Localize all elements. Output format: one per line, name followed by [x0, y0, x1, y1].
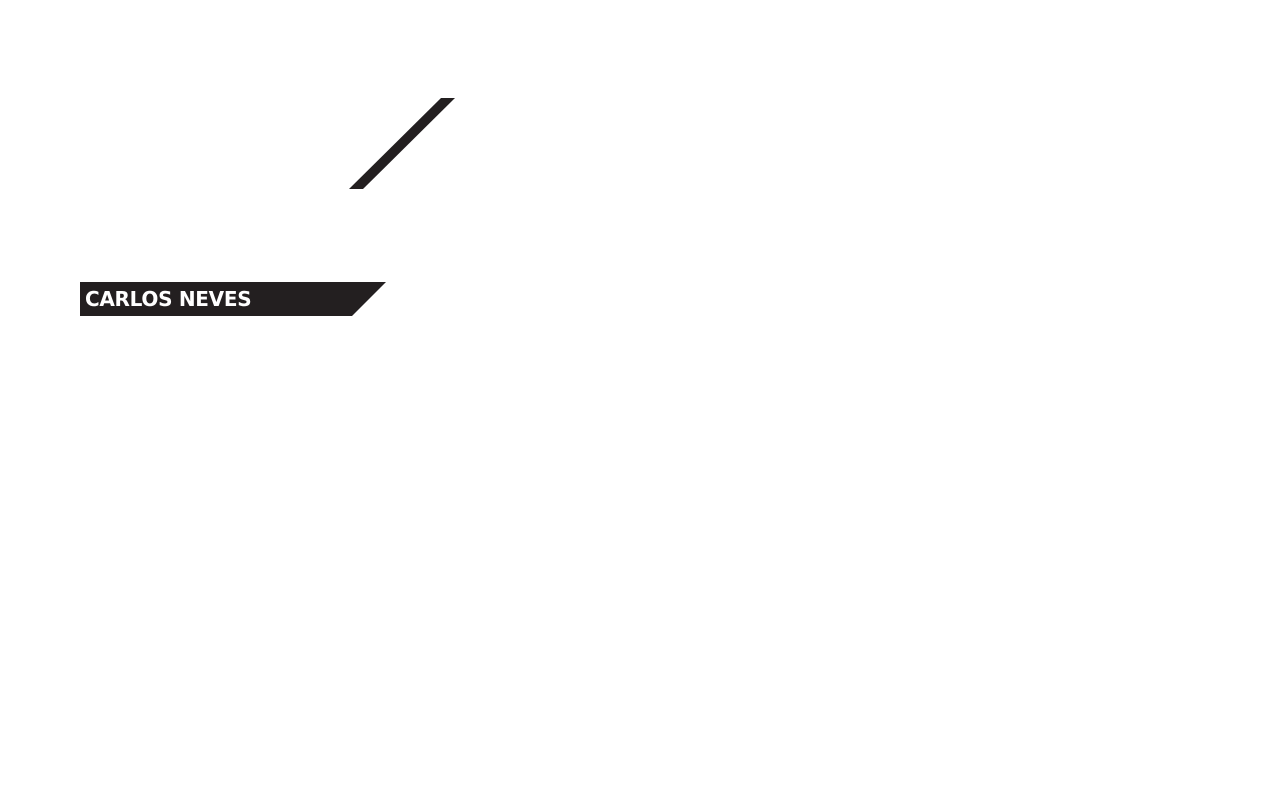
- name-lower-third: CARLOS NEVES: [80, 282, 386, 316]
- diagonal-slash-graphic: [349, 98, 455, 189]
- person-name: CARLOS NEVES: [85, 287, 252, 311]
- name-bar-background: [80, 282, 386, 316]
